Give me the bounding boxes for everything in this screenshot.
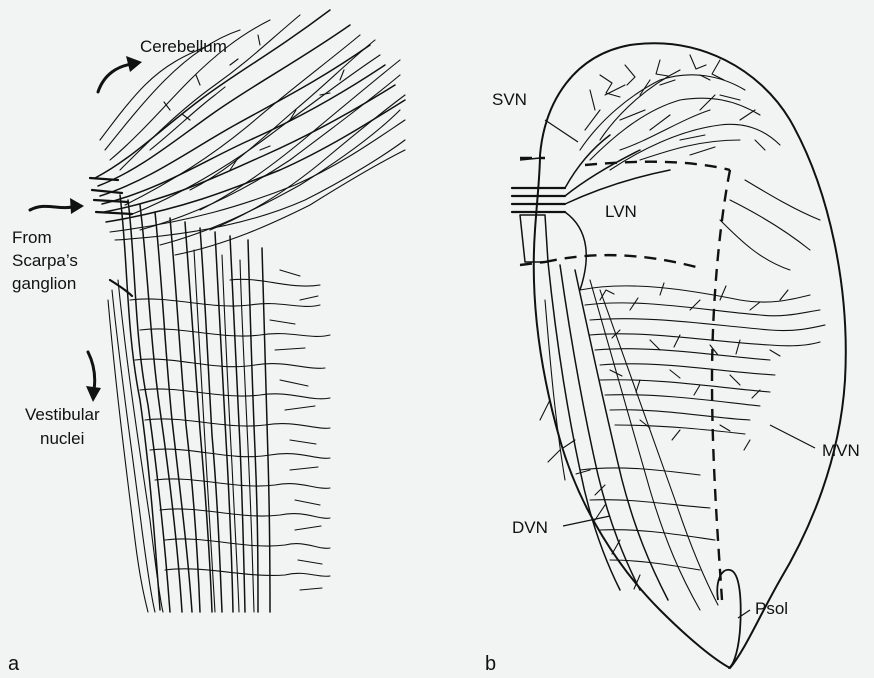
label-mvn: MVN <box>822 441 860 460</box>
label-vestibular-line1: Vestibular <box>25 405 100 424</box>
label-dvn: DVN <box>512 518 548 537</box>
label-lvn: LVN <box>605 202 637 221</box>
panel-letter-a: a <box>8 653 20 675</box>
label-from-line2: Scarpa’s <box>12 251 78 270</box>
label-svn: SVN <box>492 90 527 109</box>
label-from-line3: ganglion <box>12 274 76 293</box>
label-from-line1: From <box>12 228 52 247</box>
panel-letter-b: b <box>485 653 496 675</box>
label-vestibular-line2: nuclei <box>40 429 84 448</box>
label-psol: Psol <box>755 599 788 618</box>
label-cerebellum: Cerebellum <box>140 37 227 56</box>
